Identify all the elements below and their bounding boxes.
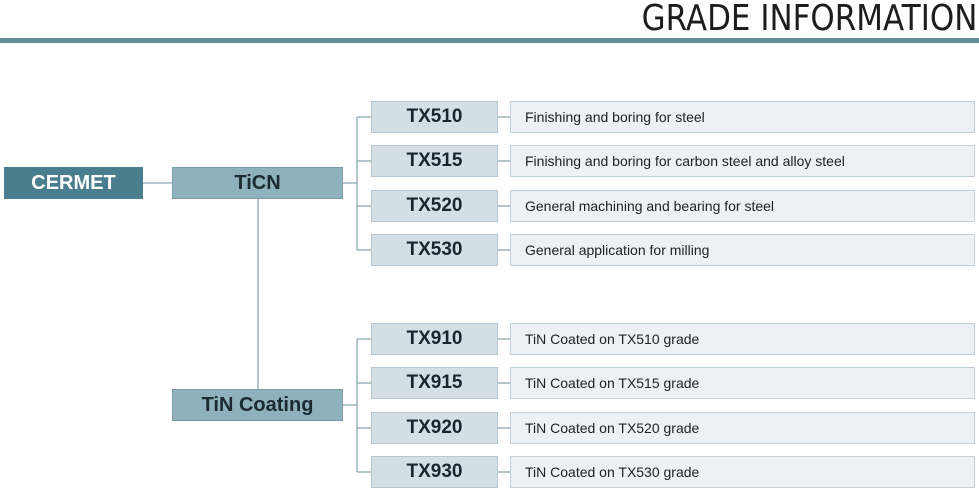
- grade-code-tx910: TX910: [371, 323, 498, 355]
- grade-code-tx920: TX920: [371, 412, 498, 444]
- grade-description-tx915: TiN Coated on TX515 grade: [510, 367, 975, 399]
- page-title: GRADE INFORMATION: [641, 0, 977, 39]
- grade-code-tx915: TX915: [371, 367, 498, 399]
- grade-code-tx530: TX530: [371, 234, 498, 266]
- title-rule: [0, 38, 979, 43]
- cermet-root-node: CERMET: [4, 167, 143, 199]
- grade-description-tx520: General machining and bearing for steel: [510, 190, 975, 222]
- grade-description-tx910: TiN Coated on TX510 grade: [510, 323, 975, 355]
- grade-code-tx520: TX520: [371, 190, 498, 222]
- group-node-tin-coating: TiN Coating: [172, 389, 343, 421]
- grade-description-tx920: TiN Coated on TX520 grade: [510, 412, 975, 444]
- grade-description-tx930: TiN Coated on TX530 grade: [510, 456, 975, 488]
- grade-description-tx510: Finishing and boring for steel: [510, 101, 975, 133]
- grade-description-tx515: Finishing and boring for carbon steel an…: [510, 145, 975, 177]
- grade-code-tx930: TX930: [371, 456, 498, 488]
- grade-description-tx530: General application for milling: [510, 234, 975, 266]
- grade-code-tx510: TX510: [371, 101, 498, 133]
- grade-code-tx515: TX515: [371, 145, 498, 177]
- group-node-ticn: TiCN: [172, 167, 343, 199]
